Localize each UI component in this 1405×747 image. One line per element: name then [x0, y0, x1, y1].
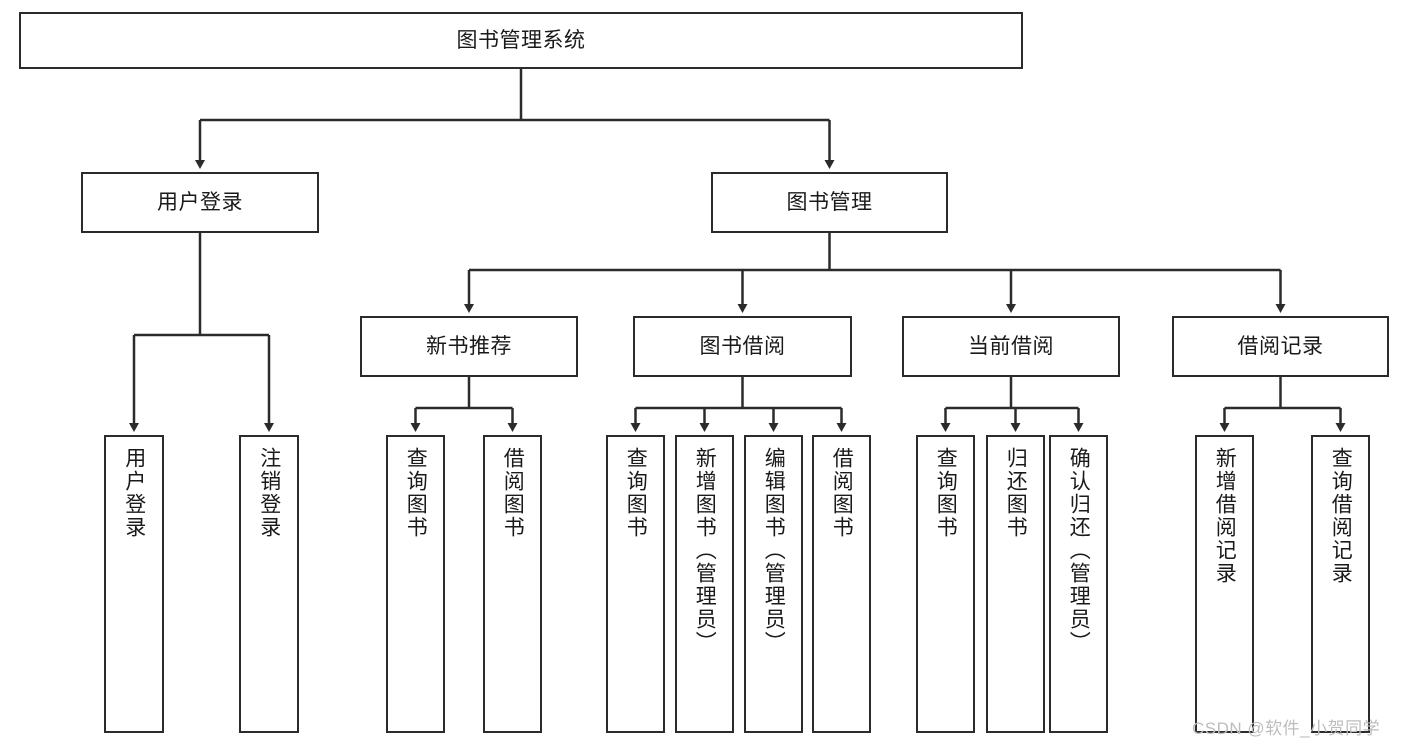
- node-label: 归还图书: [1004, 447, 1028, 539]
- node-leaf-user-login[interactable]: 用户登录: [104, 435, 164, 733]
- node-leaf-add-record[interactable]: 新增借阅记录: [1195, 435, 1254, 733]
- node-label: 查询图书: [404, 447, 428, 539]
- node-label: 当前借阅: [968, 334, 1054, 358]
- node-leaf-edit-book[interactable]: 编辑图书（管理员）: [744, 435, 803, 733]
- node-user-login[interactable]: 用户登录: [81, 172, 319, 233]
- node-label: 借阅图书: [501, 447, 525, 539]
- node-label: 查询图书: [624, 447, 648, 539]
- node-label: 编辑图书（管理员）: [762, 447, 786, 654]
- node-leaf-logout[interactable]: 注销登录: [239, 435, 299, 733]
- node-root[interactable]: 图书管理系统: [19, 12, 1023, 69]
- node-label: 新增图书（管理员）: [693, 447, 717, 654]
- node-leaf-query-book-1[interactable]: 查询图书: [386, 435, 445, 733]
- node-label: 新增借阅记录: [1213, 447, 1237, 585]
- node-label: 借阅图书: [830, 447, 854, 539]
- node-label: 借阅记录: [1237, 334, 1324, 358]
- node-leaf-borrow-book-2[interactable]: 借阅图书: [812, 435, 871, 733]
- node-book-borrow[interactable]: 图书借阅: [633, 316, 852, 377]
- node-label: 图书管理系统: [456, 28, 586, 52]
- node-leaf-borrow-book-1[interactable]: 借阅图书: [483, 435, 542, 733]
- node-label: 用户登录: [157, 190, 243, 214]
- node-leaf-return-book[interactable]: 归还图书: [986, 435, 1045, 733]
- node-new-book-rec[interactable]: 新书推荐: [360, 316, 578, 377]
- node-book-manage[interactable]: 图书管理: [711, 172, 948, 233]
- node-label: 图书管理: [786, 190, 873, 214]
- node-leaf-query-book-2[interactable]: 查询图书: [606, 435, 665, 733]
- node-label: 图书借阅: [699, 334, 786, 358]
- node-label: 确认归还（管理员）: [1067, 447, 1091, 654]
- node-label: 用户登录: [122, 447, 146, 539]
- node-label: 注销登录: [257, 447, 281, 539]
- node-leaf-query-record[interactable]: 查询借阅记录: [1311, 435, 1370, 733]
- node-leaf-confirm-return[interactable]: 确认归还（管理员）: [1049, 435, 1108, 733]
- node-label: 新书推荐: [426, 334, 512, 358]
- node-leaf-query-book-3[interactable]: 查询图书: [916, 435, 975, 733]
- csdn-watermark: CSDN @软件_小贺同学: [1192, 719, 1381, 738]
- node-leaf-add-book[interactable]: 新增图书（管理员）: [675, 435, 734, 733]
- node-current-borrow[interactable]: 当前借阅: [902, 316, 1120, 377]
- node-borrow-record[interactable]: 借阅记录: [1172, 316, 1389, 377]
- node-label: 查询图书: [934, 447, 958, 539]
- node-label: 查询借阅记录: [1329, 447, 1353, 585]
